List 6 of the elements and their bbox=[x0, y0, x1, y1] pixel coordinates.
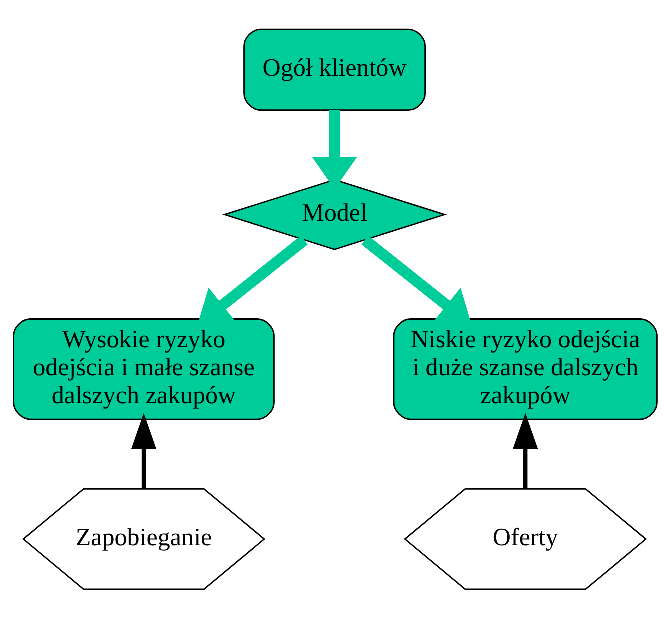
node-box: Ogół klientów bbox=[244, 28, 426, 111]
arrow bbox=[131, 412, 157, 488]
node-box: Niskie ryzyko odejścia i duże szanse dalszych zakupów bbox=[393, 318, 658, 420]
node-diamond: Model bbox=[222, 178, 448, 250]
node-box: Wysokie ryzyko odejścia i małe szanse dalszych zakupów bbox=[13, 318, 275, 420]
arrow bbox=[512, 412, 538, 488]
